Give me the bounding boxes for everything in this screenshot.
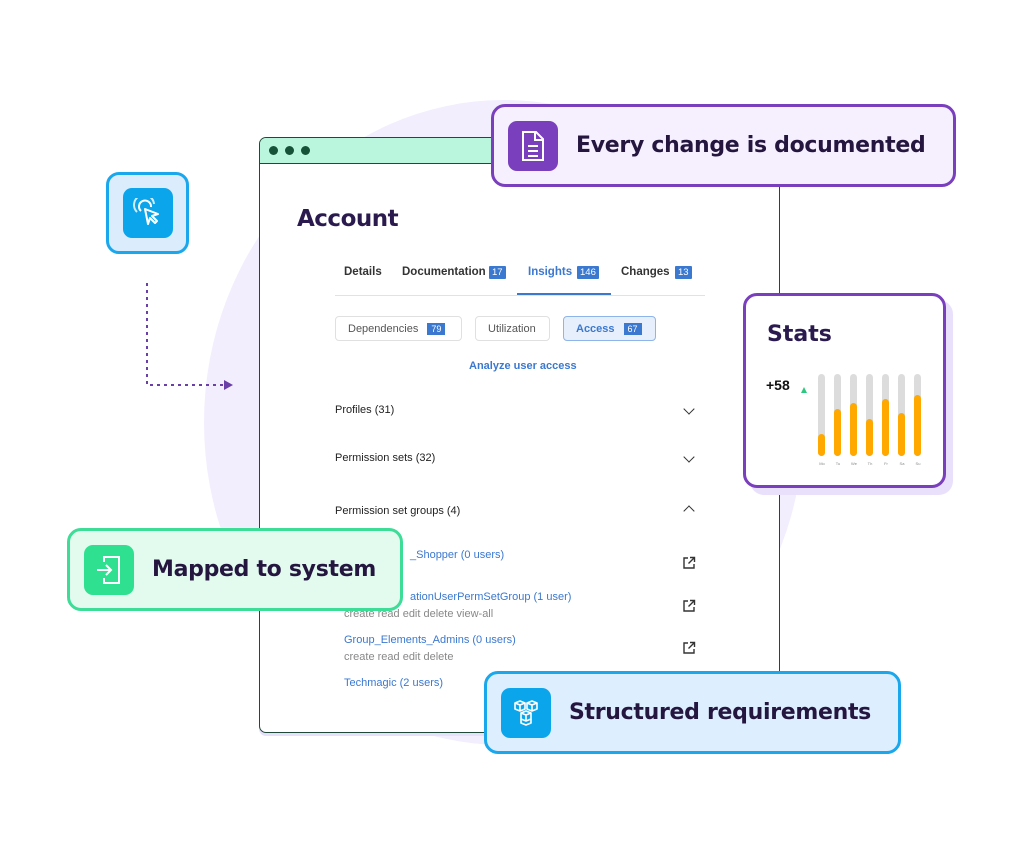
- callout-text: Structured requirements: [569, 700, 871, 725]
- cursor-card: [106, 172, 189, 254]
- stats-bar-tu: [834, 374, 841, 456]
- subtab-dependencies[interactable]: Dependencies 79: [335, 316, 462, 341]
- stats-bar-we: [850, 374, 857, 456]
- stats-day-label: Th: [867, 461, 873, 466]
- stats-bar-fill: [898, 412, 905, 456]
- trend-up-icon: [801, 387, 807, 393]
- group-link[interactable]: Techmagic (2 users): [344, 677, 444, 689]
- chevron-down-icon[interactable]: [683, 451, 695, 463]
- page-title: Account: [297, 206, 399, 232]
- tab-documentation[interactable]: Documentation: [402, 266, 486, 278]
- stats-bar-fill: [818, 433, 825, 456]
- access-count-badge: 67: [623, 322, 642, 335]
- stats-title: Stats: [767, 322, 832, 347]
- dotted-connector-arrow: [146, 283, 233, 390]
- dependencies-count-badge: 79: [427, 322, 446, 335]
- stats-bar-fill: [882, 399, 889, 456]
- window-dot: [285, 146, 294, 155]
- chevron-up-icon[interactable]: [683, 505, 695, 517]
- callout-structured: Structured requirements: [484, 671, 901, 754]
- callout-mapped: Mapped to system: [67, 528, 403, 611]
- subtab-utilization[interactable]: Utilization: [475, 316, 550, 341]
- stats-delta: +58: [766, 377, 790, 393]
- group-link[interactable]: _Shopper (0 users): [410, 549, 505, 561]
- external-link-icon[interactable]: [682, 641, 696, 655]
- group-link[interactable]: Group_Elements_Admins (0 users): [344, 634, 516, 646]
- window-dot: [301, 146, 310, 155]
- subtab-label: Dependencies: [348, 322, 419, 335]
- callout-text: Mapped to system: [152, 557, 376, 582]
- subtab-access[interactable]: Access 67: [563, 316, 656, 341]
- stats-bar-fill: [914, 395, 921, 456]
- group-permissions: create read edit delete view-all: [344, 608, 494, 620]
- group-permissions: create read edit delete: [344, 651, 454, 663]
- stats-bar-fill: [834, 409, 841, 456]
- stats-bar-th: [866, 374, 873, 456]
- account-window: Account Details Documentation 17 Insight…: [259, 137, 780, 733]
- stats-day-label: Tu: [835, 461, 841, 466]
- tab-changes[interactable]: Changes: [621, 266, 670, 278]
- stats-bar-fr: [882, 374, 889, 456]
- stats-bar-su: [914, 374, 921, 456]
- sign-in-icon: [84, 544, 134, 595]
- callout-text: Every change is documented: [576, 133, 926, 158]
- window-dot: [269, 146, 278, 155]
- section-permission-sets[interactable]: Permission sets (32): [335, 452, 436, 464]
- stats-bar-fill: [866, 419, 873, 456]
- section-permission-set-groups[interactable]: Permission set groups (4): [335, 505, 461, 517]
- stats-day-label: We: [851, 461, 857, 466]
- stats-day-label: Mo: [819, 461, 825, 466]
- cubes-icon: [501, 687, 551, 738]
- section-profiles[interactable]: Profiles (31): [335, 404, 395, 416]
- tab-divider: [335, 295, 705, 296]
- stats-bar-mo: [818, 374, 825, 456]
- documentation-count-badge: 17: [489, 266, 506, 279]
- stats-day-label: Su: [915, 461, 921, 466]
- subtab-label: Access: [576, 322, 615, 335]
- stats-day-label: Sa: [899, 461, 905, 466]
- tab-insights[interactable]: Insights: [528, 266, 573, 278]
- document-icon: [508, 120, 558, 171]
- stats-day-label: Fr: [884, 461, 888, 466]
- callout-documented: Every change is documented: [491, 104, 956, 187]
- stats-bar-fill: [850, 402, 857, 456]
- stats-card: Stats +58 Mo Tu We Th Fr Sa Su: [743, 293, 946, 488]
- external-link-icon[interactable]: [682, 556, 696, 570]
- active-tab-indicator: [517, 293, 611, 295]
- group-link[interactable]: ationUserPermSetGroup (1 user): [410, 591, 572, 603]
- external-link-icon[interactable]: [682, 599, 696, 613]
- insights-count-badge: 146: [577, 266, 599, 279]
- analyze-user-access-link[interactable]: Analyze user access: [469, 360, 577, 372]
- changes-count-badge: 13: [675, 266, 692, 279]
- subtab-label: Utilization: [488, 322, 536, 335]
- stats-bar-sa: [898, 374, 905, 456]
- chevron-down-icon[interactable]: [683, 403, 695, 415]
- cursor-click-icon: [122, 188, 173, 238]
- tab-details[interactable]: Details: [344, 266, 382, 278]
